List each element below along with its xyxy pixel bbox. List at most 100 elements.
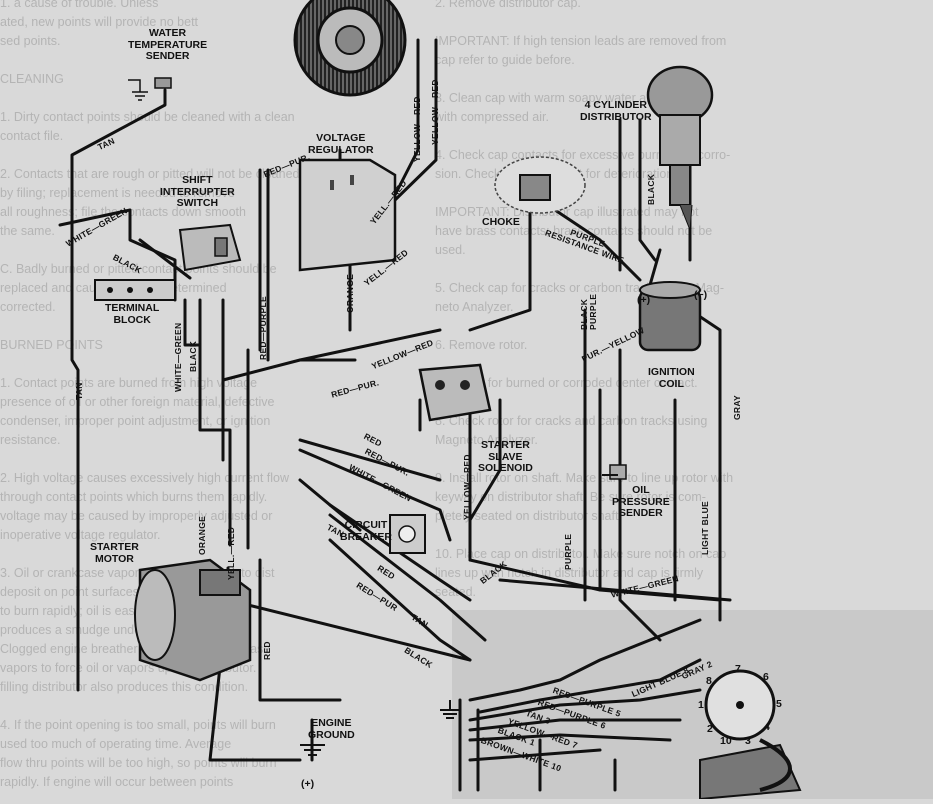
oil-sender-label: OIL PRESSURE SENDER (612, 484, 670, 519)
right-text-line: neto Analyzer. (435, 300, 514, 314)
oil-sender-icon (602, 464, 627, 480)
engine-ground-icon (300, 700, 460, 756)
background-text-line: CLEANING (0, 72, 64, 86)
background-text-line: sed points. (0, 34, 61, 48)
voltage-regulator-label: VOLTAGE REGULATOR (308, 132, 374, 156)
pin-label: 7 (735, 663, 741, 675)
right-text-line: 2. Remove distributor cap. (435, 0, 581, 10)
wire-label: YELL.—RED (226, 526, 236, 580)
background-text-line: voltage may be caused by improperly adju… (0, 509, 273, 523)
right-text-line: 8. Check rotor for cracks and carbon tra… (435, 414, 708, 428)
wire-label: YELLOW—RED (430, 79, 440, 145)
wire-label: LIGHT BLUE (700, 501, 710, 555)
pin-label: 10 (720, 735, 732, 747)
background-text-line: condenser, improper point adjustment, or… (0, 414, 271, 428)
right-text-line: keyway on distributor shaft. Be sure rot… (435, 490, 706, 504)
distributor-icon (646, 65, 714, 231)
pin-label: 8 (706, 675, 712, 687)
background-text-line: inoperative voltage regulator. (0, 528, 161, 542)
solenoid-label: STARTER SLAVE SOLENOID (478, 439, 533, 474)
right-text-line: 10. Place cap on distributor. Make sure … (435, 547, 727, 561)
ignition-coil-label: IGNITION COIL (648, 366, 695, 390)
background-text-line: 1. Contact points are burned from high v… (0, 376, 258, 390)
background-text-line: the same. (0, 224, 55, 238)
wire-label: GRAY (732, 395, 742, 420)
right-text-line: used. (435, 243, 466, 257)
background-text-line: rapidly. If engine will occur between po… (0, 775, 234, 789)
background-text-line: 1. a cause of trouble. Unless (0, 0, 159, 10)
right-text-line: with compressed air. (435, 110, 549, 124)
wire-label: TAN (74, 382, 84, 400)
wire-label: PURPLE (563, 533, 573, 570)
background-text-line: BURNED POINTS (0, 338, 103, 352)
solenoid-icon (418, 363, 492, 422)
voltage-regulator-icon (298, 158, 397, 272)
water-temp-sender-label: WATER TEMPERATURE SENDER (128, 27, 208, 62)
right-text-line: IMPORTANT: If high tension leads are rem… (435, 34, 727, 48)
wire-label: RED (262, 641, 272, 660)
terminal-block-icon (94, 279, 176, 301)
circuit-breaker-label: CIRCUIT BREAKER (340, 519, 392, 543)
wire-label: ORANGE (197, 515, 207, 555)
pin-label: 6 (763, 671, 769, 683)
right-text-line: 6. Remove rotor. (435, 338, 528, 352)
circuit-breaker-icon (389, 514, 426, 554)
starter-motor-label: STARTER MOTOR (90, 541, 139, 565)
background-text-line: presence of oil or other foreign materia… (0, 395, 275, 409)
wire-label: YELLOW—RED (412, 96, 422, 162)
wire-label: BLACK (646, 173, 656, 205)
background-text-line: flow thru points will be too high, so po… (0, 756, 277, 770)
background-text-line: filling distributor also produces this c… (0, 680, 249, 694)
right-text-line: pletely seated on distributor shaft. (435, 509, 622, 523)
distributor-label: 4 CYLINDER DISTRIBUTOR (580, 99, 652, 123)
background-text-line: used too much of operating time. Average (0, 737, 232, 751)
right-text-line: have brass contacts; brass contacts shou… (435, 224, 713, 238)
harness-connector-icon (699, 669, 802, 799)
wire-label: ORANGE (345, 273, 355, 313)
wire-label: WHITE—GREEN (173, 322, 183, 392)
terminal-block-label: TERMINAL BLOCK (105, 302, 160, 326)
background-text-line: by filing; replacement is needed to remo… (0, 186, 235, 200)
background-text-line: 2. Contacts that are rough or pitted wil… (0, 167, 300, 181)
background-text-right: 2. Remove distributor cap. IMPORTANT: If … (435, 0, 933, 614)
engine-ground-label: ENGINE GROUND (308, 717, 355, 741)
starter-motor-icon (134, 558, 252, 682)
pin-label: 2 (707, 723, 713, 735)
wire-label: YELLOW—RED (462, 454, 472, 520)
right-text-line: Magneto Analyzer. (435, 433, 538, 447)
background-text-line: resistance. (0, 433, 61, 447)
pin-label: 4 (764, 721, 770, 733)
right-text-line: 4. Check cap contacts for excessive burn… (435, 148, 731, 162)
right-text-line: cap refer to guide before. (435, 53, 575, 67)
pin-label: 5 (776, 698, 782, 710)
background-text-line: 2. High voltage causes excessively high … (0, 471, 290, 485)
background-text-line: corrected. (0, 300, 56, 314)
coil-plus-terminal: (+) (637, 294, 651, 306)
shift-interrupter-icon (178, 223, 242, 272)
alternator (293, 0, 407, 97)
choke-label: CHOKE (482, 216, 520, 228)
right-text-line: 7. Check for burned or corroded center c… (435, 376, 698, 390)
wire-label: BLACK (188, 340, 198, 372)
ignition-coil-icon (638, 281, 702, 352)
pin-label: 3 (745, 735, 751, 747)
water-temp-sender-icon (128, 77, 172, 101)
background-text-line: contact file. (0, 129, 64, 143)
right-text-line: lines up with notch in distributor and c… (435, 566, 704, 580)
background-text-line: 1. Dirty contact points should be cleane… (0, 110, 295, 124)
pin-label: 1 (698, 699, 704, 711)
right-text-line: 3. Clean cap with warm soapy water and b… (435, 91, 707, 105)
wire-label: BLACK PURPLE (579, 293, 598, 330)
wire-label: RED—PURPLE (258, 296, 268, 360)
background-text-line: 4. If the point opening is too small, po… (0, 718, 276, 732)
background-text-line: ated, new points will provide no bett (0, 15, 199, 29)
photo-background (452, 610, 933, 799)
background-text-line: through contact points which burns them … (0, 490, 268, 504)
shift-interrupter-label: SHIFT INTERRUPTER SWITCH (160, 174, 235, 209)
right-text-line: IMPORTANT: Distributor cap illustrated m… (435, 205, 699, 219)
choke-icon (494, 156, 586, 214)
ground-plus-terminal: (+) (301, 778, 315, 790)
coil-minus-terminal: (−) (694, 289, 708, 301)
